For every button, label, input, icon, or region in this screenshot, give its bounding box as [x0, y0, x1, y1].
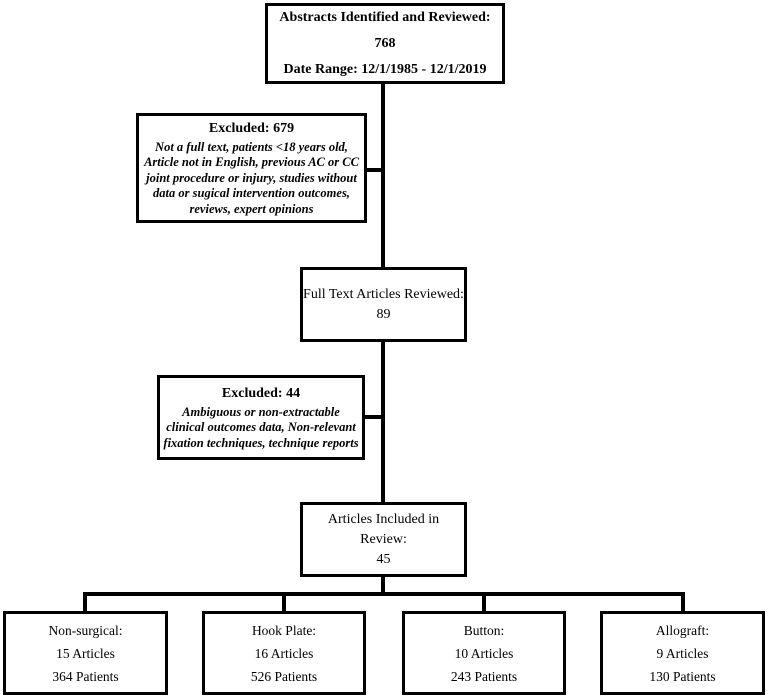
outcome-label: Allograft: — [655, 622, 710, 638]
outcome-label: Button: — [463, 622, 505, 638]
outcome-patients: 364 Patients — [52, 668, 119, 684]
connector-fulltext-to-included — [381, 342, 385, 502]
connector-branch-horizontal — [83, 592, 685, 596]
excluded-679-title: Excluded: 679 — [208, 120, 295, 136]
outcome-patients: 243 Patients — [450, 668, 518, 684]
connector-drop-hookplate — [282, 592, 286, 611]
excluded-44-box: Excluded: 44 Ambiguous or non-extractabl… — [157, 375, 365, 460]
outcome-label: Non-surgical: — [48, 622, 123, 638]
outcome-patients: 526 Patients — [250, 668, 318, 684]
full-text-reviewed-label: Full Text Articles Reviewed: — [303, 286, 464, 302]
excluded-44-reasons: Ambiguous or non-extractable clinical ou… — [163, 404, 359, 450]
connector-excluded2-stub — [365, 415, 383, 419]
connector-abstracts-to-fulltext — [381, 84, 385, 267]
connector-drop-button — [482, 592, 486, 611]
outcome-articles: 9 Articles — [656, 645, 709, 661]
outcome-box-button: Button: 10 Articles 243 Patients — [402, 611, 566, 695]
articles-included-box: Articles Included in Review: 45 — [300, 502, 467, 577]
outcome-box-hookplate: Hook Plate: 16 Articles 526 Patients — [202, 611, 366, 695]
outcome-articles: 10 Articles — [454, 645, 514, 661]
full-text-reviewed-box: Full Text Articles Reviewed: 89 — [300, 267, 467, 342]
outcome-articles: 16 Articles — [254, 645, 314, 661]
excluded-679-reasons: Not a full text, patients <18 years old,… — [144, 139, 359, 216]
articles-included-count: 45 — [376, 551, 391, 567]
connector-excluded1-stub — [367, 168, 383, 172]
connector-included-to-branch — [381, 577, 385, 596]
abstracts-count-text: Abstracts Identified and Reviewed: 768 — [279, 9, 491, 51]
outcome-patients: 130 Patients — [649, 668, 716, 684]
outcome-label: Hook Plate: — [251, 622, 317, 638]
full-text-reviewed-count: 89 — [376, 306, 391, 322]
date-range-text: Date Range: 12/1/1985 - 12/1/2019 — [283, 61, 487, 77]
outcome-box-allograft: Allograft: 9 Articles 130 Patients — [600, 611, 765, 695]
outcome-articles: 15 Articles — [56, 645, 115, 661]
articles-included-label: Articles Included in Review: — [327, 511, 440, 547]
connector-drop-allograft — [681, 592, 685, 611]
excluded-679-box: Excluded: 679 Not a full text, patients … — [136, 113, 367, 223]
connector-drop-nonsurgical — [83, 592, 87, 611]
outcome-box-nonsurgical: Non-surgical: 15 Articles 364 Patients — [3, 611, 168, 695]
excluded-44-title: Excluded: 44 — [221, 385, 301, 401]
abstracts-identified-box: Abstracts Identified and Reviewed: 768 D… — [265, 3, 505, 84]
